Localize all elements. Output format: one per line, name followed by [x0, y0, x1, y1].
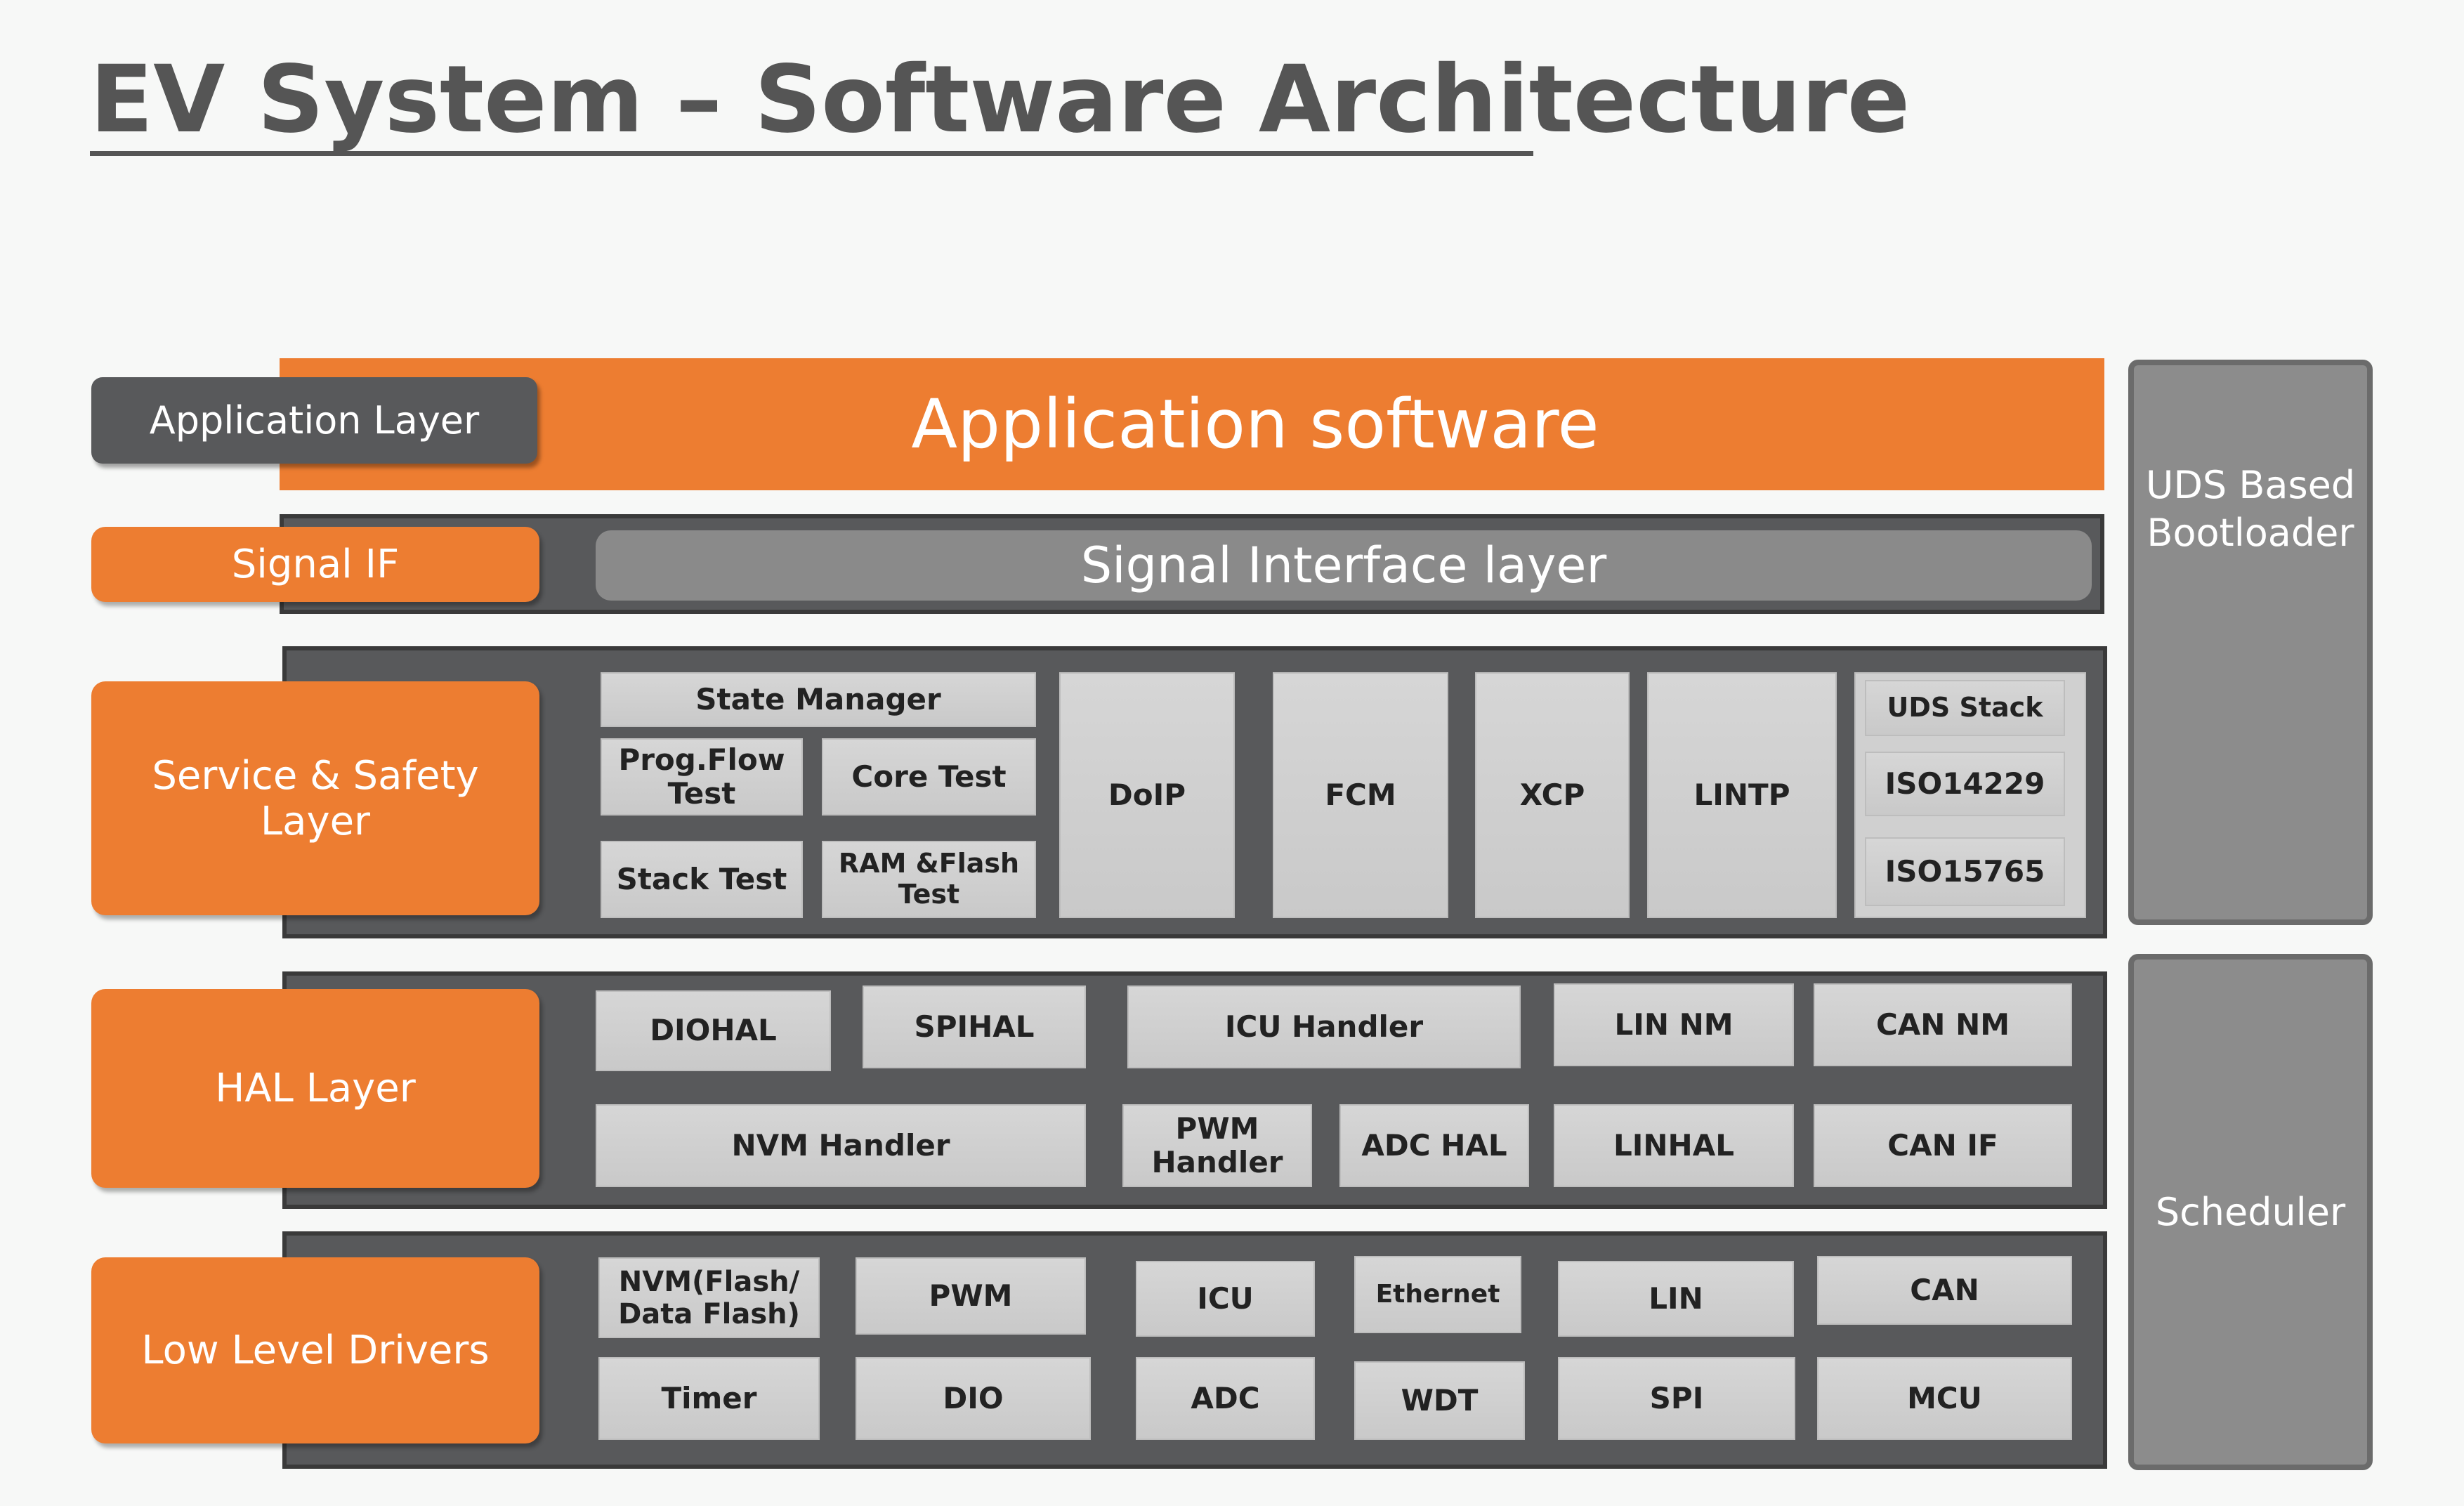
uds-stack-module: UDS Stack: [1865, 680, 2065, 736]
prog-flow-test-module: Prog.Flow Test: [601, 738, 803, 816]
can-module: CAN: [1817, 1256, 2072, 1325]
core-test-module: Core Test: [822, 738, 1036, 816]
low-level-drivers-label-text: Low Level Drivers: [141, 1328, 490, 1373]
service-safety-label-text: Service & Safety Layer: [152, 752, 479, 844]
lin-nm-module: LIN NM: [1554, 983, 1794, 1066]
icu-module: ICU: [1136, 1261, 1315, 1337]
application-layer-label: Application Layer: [91, 377, 537, 464]
mcu-module: MCU: [1817, 1357, 2072, 1440]
lin-module: LIN: [1558, 1261, 1794, 1337]
lintp-module: LINTP: [1647, 672, 1837, 918]
ethernet-module: Ethernet: [1354, 1256, 1521, 1333]
nvm-handler-module: NVM Handler: [596, 1104, 1086, 1187]
xcp-module: XCP: [1475, 672, 1630, 918]
hal-layer-label: HAL Layer: [91, 989, 539, 1188]
signal-if-label: Signal IF: [91, 527, 539, 602]
adc-module: ADC: [1136, 1357, 1315, 1440]
dio-module: DIO: [856, 1357, 1091, 1440]
application-layer-label-text: Application Layer: [149, 398, 480, 443]
stack-test-module: Stack Test: [601, 841, 803, 918]
signal-interface-bar: Signal Interface layer: [596, 530, 2092, 601]
service-safety-label: Service & Safety Layer: [91, 681, 539, 915]
scheduler-block: Scheduler: [2128, 954, 2373, 1470]
application-software-band: Application software: [280, 358, 2104, 490]
can-if-module: CAN IF: [1814, 1104, 2072, 1187]
page-title: EV System – Software Architecture: [90, 44, 1910, 156]
ram-flash-test-module: RAM &Flash Test: [822, 841, 1036, 918]
signal-interface-text: Signal Interface layer: [1080, 537, 1607, 594]
state-manager-module: State Manager: [601, 672, 1036, 727]
doip-module: DoIP: [1059, 672, 1235, 918]
timer-module: Timer: [598, 1357, 820, 1440]
pwm-module: PWM: [856, 1257, 1086, 1335]
spihal-module: SPIHAL: [863, 986, 1086, 1068]
low-level-drivers-label: Low Level Drivers: [91, 1257, 539, 1443]
nvm-flash-module: NVM(Flash/ Data Flash): [598, 1257, 820, 1338]
linhal-module: LINHAL: [1554, 1104, 1794, 1187]
can-nm-module: CAN NM: [1814, 983, 2072, 1066]
icu-handler-module: ICU Handler: [1127, 986, 1521, 1068]
diohal-module: DIOHAL: [596, 990, 831, 1071]
spi-module: SPI: [1558, 1357, 1795, 1440]
application-software-text: Application software: [911, 385, 1599, 464]
wdt-module: WDT: [1354, 1361, 1525, 1440]
pwm-handler-module: PWM Handler: [1122, 1104, 1312, 1187]
uds-bootloader-block: UDS Based Bootloader: [2128, 360, 2373, 925]
signal-if-label-text: Signal IF: [231, 542, 400, 587]
adc-hal-module: ADC HAL: [1339, 1104, 1529, 1187]
iso15765-module: ISO15765: [1865, 837, 2065, 906]
iso14229-module: ISO14229: [1865, 752, 2065, 816]
hal-layer-label-text: HAL Layer: [215, 1066, 416, 1111]
fcm-module: FCM: [1273, 672, 1448, 918]
